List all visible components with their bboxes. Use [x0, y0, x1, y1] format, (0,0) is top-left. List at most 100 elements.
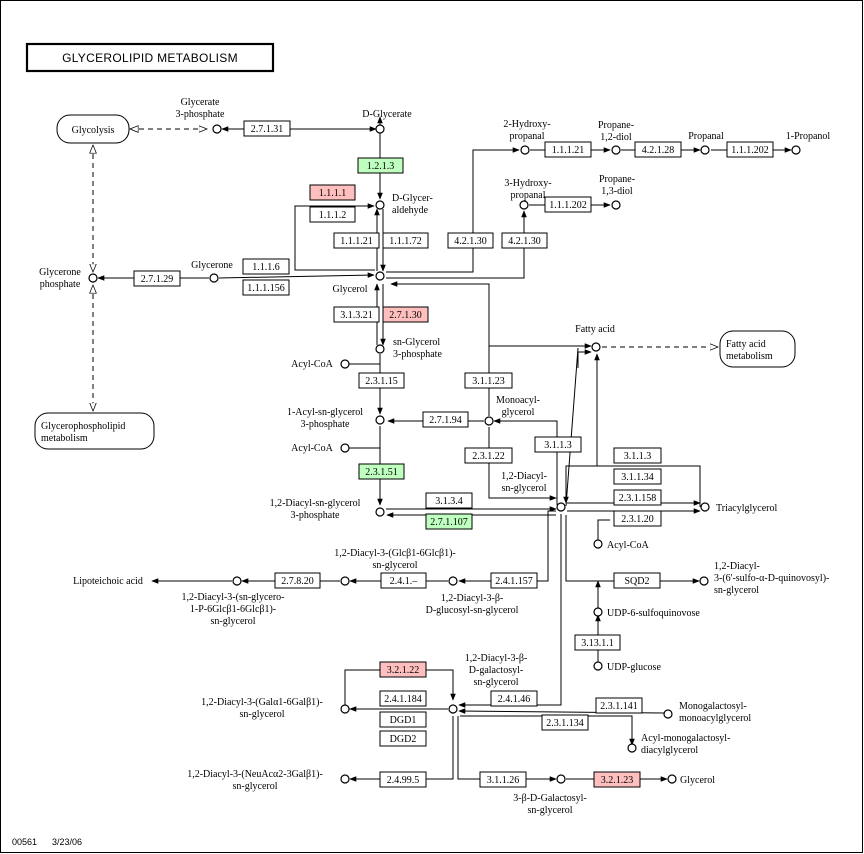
- compound-node[interactable]: [663, 709, 673, 719]
- compound-lipoteichoic-acid[interactable]: Lipoteichoic acid: [73, 576, 143, 587]
- compound-node[interactable]: [611, 200, 621, 210]
- compound-node[interactable]: [519, 200, 529, 210]
- compound-node[interactable]: [340, 576, 350, 586]
- compound-monoacylglycerol[interactable]: Monoacyl-glycerol: [484, 395, 540, 426]
- enzyme-ec-2-3-1-22[interactable]: 2.3.1.22: [464, 447, 513, 464]
- compound-node[interactable]: [556, 774, 566, 784]
- compound-diacyl-glc-glc[interactable]: 1,2-Diacyl-3-(Glcβ1-6Glcβ1)-sn-glycerol: [334, 548, 456, 586]
- compound-triacylglycerol[interactable]: Triacylglycerol: [700, 502, 778, 514]
- compound-node[interactable]: [611, 145, 621, 155]
- compound-diacyl-glucosyl[interactable]: 1,2-Diacyl-3-β-D-glucosyl-sn-glycerol: [426, 576, 519, 616]
- compound-node[interactable]: [375, 415, 385, 425]
- enzyme-ec-1-1-1-1[interactable]: 1.1.1.1: [309, 184, 356, 201]
- enzyme-ec-3-1-1-3-a[interactable]: 3.1.1.3: [534, 436, 582, 453]
- enzyme-ec-4-2-1-30-b[interactable]: 4.2.1.30: [501, 232, 548, 249]
- compound-node[interactable]: [520, 145, 530, 155]
- compound-node[interactable]: [212, 124, 222, 134]
- compound-node[interactable]: [448, 576, 458, 586]
- compound-fatty-acid[interactable]: Fatty acid: [575, 324, 615, 352]
- enzyme-ec-2-4-1-184[interactable]: 2.4.1.184: [379, 690, 427, 707]
- compound-acyl-monogalactosyl-diacylglycerol[interactable]: Acyl-monogalactosyl-diacylglycerol: [627, 733, 730, 756]
- enzyme-ec-2-3-1-141[interactable]: 2.3.1.141: [595, 697, 643, 714]
- enzyme-ec-2-3-1-134[interactable]: 2.3.1.134: [541, 714, 589, 731]
- compound-glycerol-2[interactable]: Glycerol: [667, 774, 715, 786]
- compound-node[interactable]: [593, 607, 603, 617]
- compound-node[interactable]: [448, 704, 458, 714]
- compound-node[interactable]: [484, 416, 494, 426]
- compound-sulfoquinovosyl-diacylglycerol[interactable]: 1,2-Diacyl-3-(6'-sulfo-α-D-quinovosyl)-s…: [699, 561, 829, 596]
- enzyme-ec-3-1-1-23[interactable]: 3.1.1.23: [464, 372, 513, 389]
- compound-3-hydroxypropanal[interactable]: 3-Hydroxy-propanal: [504, 178, 552, 210]
- enzyme-ec-2-4-1-46[interactable]: 2.4.1.46: [490, 690, 538, 707]
- compound-node[interactable]: [375, 271, 385, 281]
- compound-1-propanol[interactable]: 1-Propanol: [786, 131, 831, 155]
- enzyme-ec-3-1-3-21[interactable]: 3.1.3.21: [333, 306, 380, 323]
- compound-diacyl-gal-gal[interactable]: 1,2-Diacyl-3-(Galα1-6Galβ1)-sn-glycerol: [201, 697, 350, 720]
- compound-node[interactable]: [593, 661, 603, 671]
- compound-node[interactable]: [591, 342, 601, 352]
- enzyme-ec-1-1-1-6[interactable]: 1.1.1.6: [242, 258, 290, 275]
- enzyme-ec-2-7-8-20[interactable]: 2.7.8.20: [274, 572, 321, 589]
- compound-d-glyceraldehyde[interactable]: D-Glycer-aldehyde: [375, 193, 433, 216]
- enzyme-ec-2-7-1-107[interactable]: 2.7.1.107: [425, 513, 473, 530]
- enzyme-ec-2-7-1-31[interactable]: 2.7.1.31: [243, 120, 291, 137]
- compound-acyl-coa-2[interactable]: Acyl-CoA: [291, 443, 350, 454]
- compound-node[interactable]: [699, 576, 709, 586]
- enzyme-ec-1-1-1-202-a[interactable]: 1.1.1.202: [726, 141, 774, 158]
- compound-node[interactable]: [556, 502, 566, 512]
- compound-node[interactable]: [700, 145, 710, 155]
- enzyme-ec-2-7-1-29[interactable]: 2.7.1.29: [133, 270, 181, 287]
- compound-node[interactable]: [88, 273, 98, 283]
- enzyme-ec-3-1-1-26[interactable]: 3.1.1.26: [479, 771, 527, 788]
- compound-diacyl-galactosyl[interactable]: 1,2-Diacyl-3-β-D-galactosyl-sn-glycerol: [448, 653, 527, 714]
- compound-propanal[interactable]: Propanal: [688, 131, 724, 155]
- compound-diacyl-neuac-gal[interactable]: 1,2-Diacyl-3-(NeuAcα2-3Galβ1)-sn-glycero…: [187, 769, 350, 792]
- enzyme-ec-4-2-1-30-a[interactable]: 4.2.1.30: [447, 232, 494, 249]
- compound-node[interactable]: [700, 502, 710, 512]
- compound-galactosyl-sn-glycerol[interactable]: 3-β-D-Galactosyl-sn-glycerol: [513, 774, 587, 816]
- enzyme-ec-2-4-1-x[interactable]: 2.4.1.–: [380, 572, 427, 589]
- enzyme-ec-2-3-1-158[interactable]: 2.3.1.158: [613, 489, 662, 506]
- compound-node[interactable]: [791, 145, 801, 155]
- compound-propane-1-2-diol[interactable]: Propane-1,2-diol: [598, 120, 634, 155]
- enzyme-ec-2-3-1-51[interactable]: 2.3.1.51: [358, 463, 405, 480]
- enzyme-dgd2[interactable]: DGD2: [379, 730, 427, 747]
- compound-glycerol[interactable]: Glycerol: [333, 271, 385, 295]
- compound-2-hydroxypropanal[interactable]: 2-Hydroxy-propanal: [503, 119, 551, 155]
- compound-node[interactable]: [627, 743, 637, 753]
- enzyme-dgd1[interactable]: DGD1: [379, 711, 427, 728]
- compound-d-glycerate[interactable]: D-Glycerate: [362, 109, 412, 134]
- enzyme-ec-3-1-3-4[interactable]: 3.1.3.4: [425, 492, 473, 509]
- compound-node[interactable]: [340, 359, 350, 369]
- compound-diacyl-sn-glycerol[interactable]: 1,2-Diacyl-sn-glycerol: [501, 471, 566, 512]
- compound-monogalactosyl-monoacylglycerol[interactable]: Monogalactosyl-monoacylglycerol: [663, 701, 751, 724]
- compound-node[interactable]: [667, 774, 677, 784]
- enzyme-ec-2-7-1-94[interactable]: 2.7.1.94: [422, 411, 469, 428]
- enzyme-ec-2-7-1-30[interactable]: 2.7.1.30: [382, 306, 429, 323]
- enzyme-ec-3-1-1-34[interactable]: 3.1.1.34: [613, 468, 662, 485]
- enzyme-ec-3-1-1-3-b[interactable]: 3.1.1.3: [613, 447, 662, 464]
- compound-acyl-coa-1[interactable]: Acyl-CoA: [291, 359, 350, 370]
- enzyme-ec-1-1-1-2[interactable]: 1.1.1.2: [309, 206, 356, 223]
- enzyme-ec-3-13-1-1[interactable]: 3.13.1.1: [574, 634, 621, 651]
- enzyme-ec-2-4-99-5[interactable]: 2.4.99.5: [379, 771, 427, 788]
- compound-propane-1-3-diol[interactable]: Propane-1,3-diol: [599, 174, 635, 210]
- enzyme-ec-3-2-1-22[interactable]: 3.2.1.22: [379, 661, 427, 678]
- enzyme-ec-1-1-1-72[interactable]: 1.1.1.72: [382, 232, 429, 249]
- compound-node[interactable]: [340, 443, 350, 453]
- enzyme-sqd2[interactable]: SQD2: [613, 572, 661, 589]
- enzyme-ec-2-3-1-15[interactable]: 2.3.1.15: [358, 372, 405, 389]
- compound-node[interactable]: [209, 273, 219, 283]
- compound-node[interactable]: [232, 576, 242, 586]
- compound-node[interactable]: [340, 774, 350, 784]
- enzyme-ec-2-4-1-157[interactable]: 2.4.1.157: [490, 572, 538, 589]
- compound-node[interactable]: [375, 200, 385, 210]
- enzyme-ec-2-3-1-20[interactable]: 2.3.1.20: [613, 510, 662, 527]
- enzyme-ec-1-1-1-21-b[interactable]: 1.1.1.21: [544, 141, 592, 158]
